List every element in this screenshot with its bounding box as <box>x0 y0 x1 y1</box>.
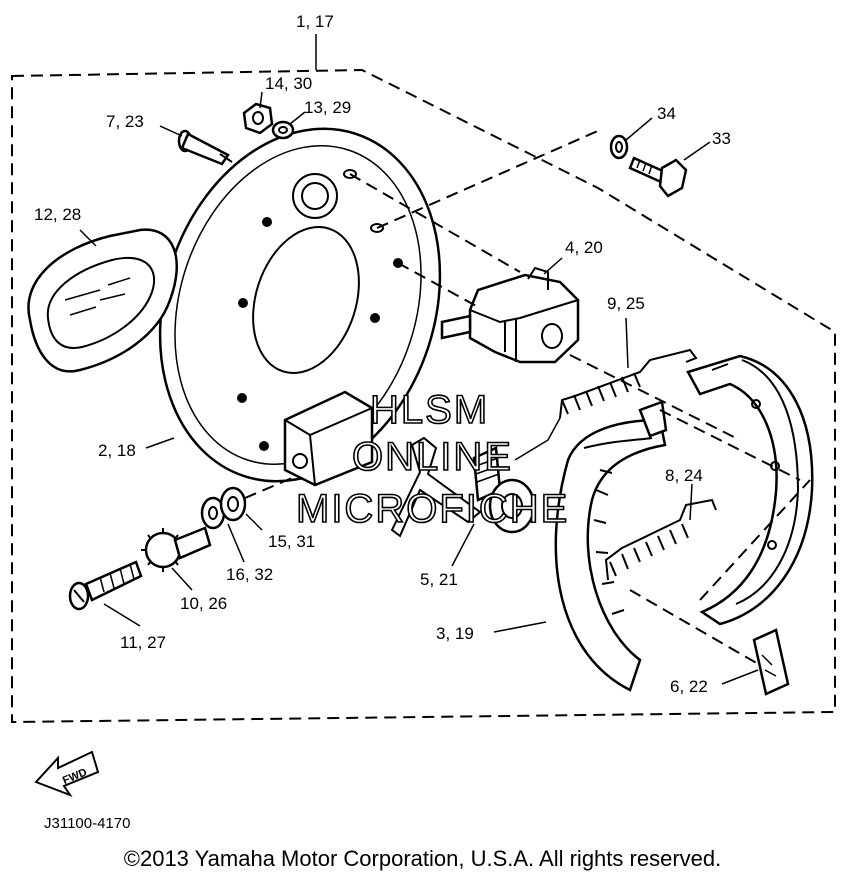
watermark-line-3: MICROFICHE <box>296 487 569 531</box>
callout-13-29: 13, 29 <box>304 98 351 117</box>
callout-2-18: 2, 18 <box>98 441 136 460</box>
callout-14-30: 14, 30 <box>265 74 312 93</box>
shoe-spring <box>604 498 717 581</box>
brake-pin <box>177 129 233 166</box>
brake-cam <box>440 266 580 364</box>
callout-16-32: 16, 32 <box>226 565 273 584</box>
assembly-guide-lines <box>349 129 811 666</box>
brake-backing-plate <box>158 127 442 483</box>
nut <box>242 102 274 135</box>
assembly-boundary <box>11 68 836 724</box>
callout-9-25: 9, 25 <box>607 294 645 313</box>
callout-10-26: 10, 26 <box>180 594 227 613</box>
callout-34: 34 <box>657 104 676 123</box>
brake-shoe-rear <box>686 354 814 626</box>
callout-8-24: 8, 24 <box>665 466 703 485</box>
callout-12-28: 12, 28 <box>34 205 81 224</box>
leader-lines <box>79 34 759 685</box>
callout-15-31: 15, 31 <box>268 532 315 551</box>
assembly-axis-line <box>244 477 293 499</box>
shoe-plate <box>752 628 790 696</box>
forward-label: FWD <box>61 766 89 787</box>
callout-5-21: 5, 21 <box>420 570 458 589</box>
watermark-line-1: HLSM <box>370 388 489 432</box>
copyright-notice: ©2013 Yamaha Motor Corporation, U.S.A. A… <box>123 846 722 871</box>
bolt <box>628 156 688 198</box>
return-spring <box>514 348 698 461</box>
callout-6-22: 6, 22 <box>670 677 708 696</box>
seal-gasket <box>27 228 178 373</box>
washer <box>271 120 295 140</box>
adjuster-screw <box>68 560 143 611</box>
brake-shoe-front <box>554 400 668 692</box>
callout-33: 33 <box>712 129 731 148</box>
callout-4-20: 4, 20 <box>565 238 603 257</box>
watermark-line-2: ONLINE <box>352 435 513 479</box>
callout-1-17: 1, 17 <box>296 12 334 31</box>
forward-arrow-icon: FWD <box>34 750 100 798</box>
callout-3-19: 3, 19 <box>436 624 474 643</box>
adjuster-gear <box>141 526 212 572</box>
shim-washer <box>219 486 247 522</box>
callout-11-27: 11, 27 <box>120 633 166 652</box>
diagram-code: J31100-4170 <box>44 815 130 832</box>
lock-washer <box>609 134 629 160</box>
adjuster-housing <box>283 390 374 487</box>
callout-7-23: 7, 23 <box>106 112 144 131</box>
adjuster-clip <box>390 436 536 538</box>
